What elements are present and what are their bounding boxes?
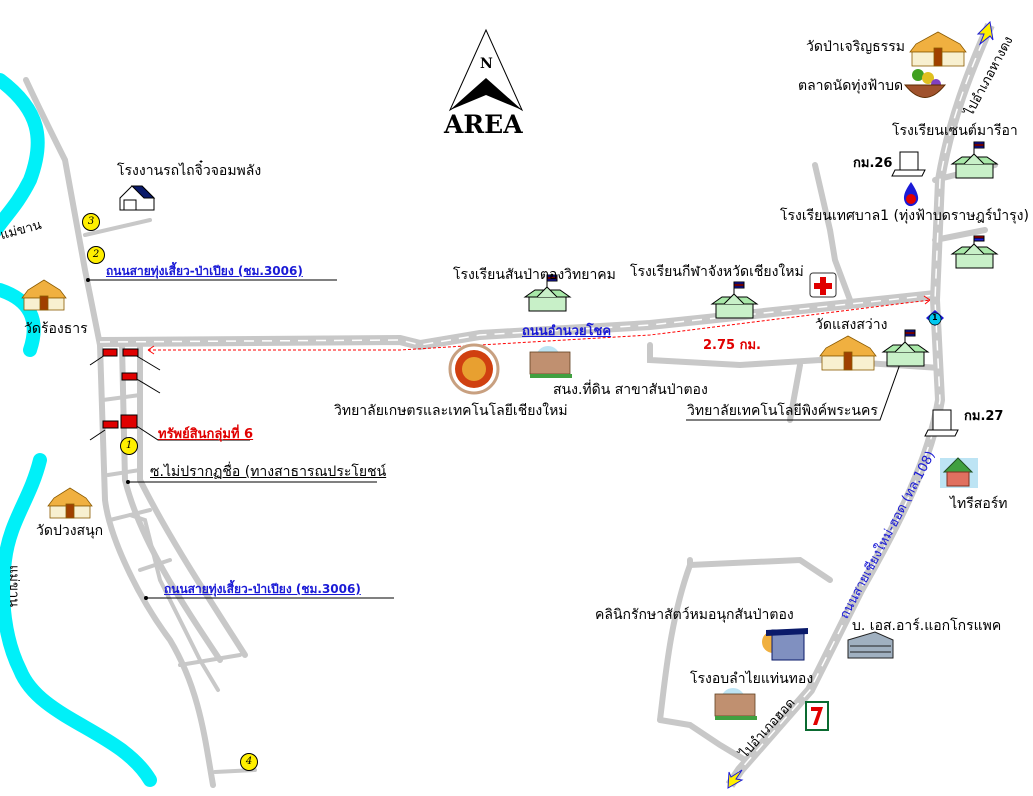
marker-4[interactable]: 4: [240, 753, 258, 771]
marker-2[interactable]: 2: [87, 246, 105, 264]
marker-3[interactable]: 3: [82, 213, 100, 231]
hospital-icon: [809, 272, 837, 298]
highway-108: [725, 22, 995, 788]
km27-post-icon: [924, 409, 959, 437]
tractor-factory-label: โรงงานรถไถจิ๋วจอมพลัง: [117, 163, 262, 179]
temple-icons: [21, 31, 967, 519]
wat-puang-sanuk-label: วัดปวงสนุก: [36, 523, 104, 539]
compass-north-label: N: [480, 56, 493, 72]
distance-label: 2.75 กม.: [703, 338, 761, 353]
road-3006-label-bottom: ถนนสายทุ่งเสี้ยว-ป่าเปียง (ชม.3006): [164, 582, 361, 596]
river: [0, 73, 157, 787]
km26-label: กม.26: [853, 156, 893, 171]
river-label-bottom: แม่ขาน: [6, 565, 21, 608]
sanpatong-school-label: โรงเรียนสันป่าตองวิทยาคม: [453, 267, 616, 283]
wat-saeng-sawang-label: วัดแสงสว่าง: [815, 317, 888, 333]
factory-icon: [119, 185, 156, 211]
map-title: AREA: [444, 110, 523, 139]
wat-rong-than-label: วัดร้องธาร: [24, 321, 88, 337]
land-office-label: สนง.ที่ดิน สาขาสันป่าตอง: [553, 382, 708, 398]
land-office-building-icon: [529, 346, 572, 378]
right-roads: [647, 162, 998, 763]
tree-store-label: ไทรีสอร์ท: [950, 496, 1008, 512]
left-roads: [23, 77, 257, 788]
pink-tech-college-label: วิทยาลัยเทคโนโลยีพิงค์พระนคร: [687, 403, 878, 419]
tungfabot-market-label: ตลาดนัดทุ่งฟ้าบด: [798, 78, 904, 94]
longan-factory-label: โรงอบลำไยแท่นทอง: [690, 671, 814, 687]
route-1-badge-icon: [926, 310, 944, 326]
soi-unnamed-label: ซ.ไม่ปรากฏชื่อ (ทางสาธารณประโยชน์: [150, 464, 387, 480]
subject-property-blocks: [102, 348, 139, 429]
arrow-to-hod-icon: [727, 769, 744, 789]
main-road-label: ถนนอำนวยโชค: [522, 324, 612, 339]
sr-agropack-label: บ. เอส.อาร์.แอกโกรแพค: [852, 618, 1002, 634]
km26-post-icon: [891, 151, 926, 177]
resort-house-icon: [940, 457, 978, 488]
agri-college-seal-icon: [448, 343, 500, 395]
road-3006-label-top: ถนนสายทุ่งเสี้ยว-ป่าเปียง (ชม.3006): [106, 264, 303, 278]
longan-factory-building-icon: [714, 688, 757, 720]
north-arrow-icon: [448, 28, 524, 112]
km27-label: กม.27: [964, 409, 1004, 424]
wat-pa-charoen-label: วัดป่าเจริญธรรม: [806, 39, 905, 55]
route-badge-number: 1: [932, 313, 938, 322]
office-building-icon: [847, 631, 894, 659]
vet-clinic-building-icon: [762, 628, 808, 661]
agri-college-label: วิทยาลัยเกษตรและเทคโนโลยีเชียงใหม่: [334, 403, 568, 419]
gas-station-icon: [903, 182, 919, 207]
market-basket-icon: [903, 69, 947, 98]
subject-property-label[interactable]: ทรัพย์สินกลุ่มที่ 6: [158, 427, 254, 442]
seven-eleven-icon: [805, 701, 829, 731]
arrow-to-hangdong-icon: [976, 20, 994, 46]
st-maria-school-label: โรงเรียนเซนต์มารีอา: [892, 123, 1018, 139]
main-road-amnuaychok: [99, 290, 936, 351]
municipal-school-label: โรงเรียนเทศบาล1 (ทุ่งฟ้าบดราษฎร์บำรุง): [780, 208, 1029, 224]
school-icons: [523, 141, 999, 367]
sports-school-label: โรงเรียนกีฬาจังหวัดเชียงใหม่: [630, 264, 804, 280]
vet-clinic-label: คลินิกรักษาสัตว์หมอนุกสันป่าตอง: [595, 607, 794, 623]
marker-1[interactable]: 1: [120, 437, 138, 455]
